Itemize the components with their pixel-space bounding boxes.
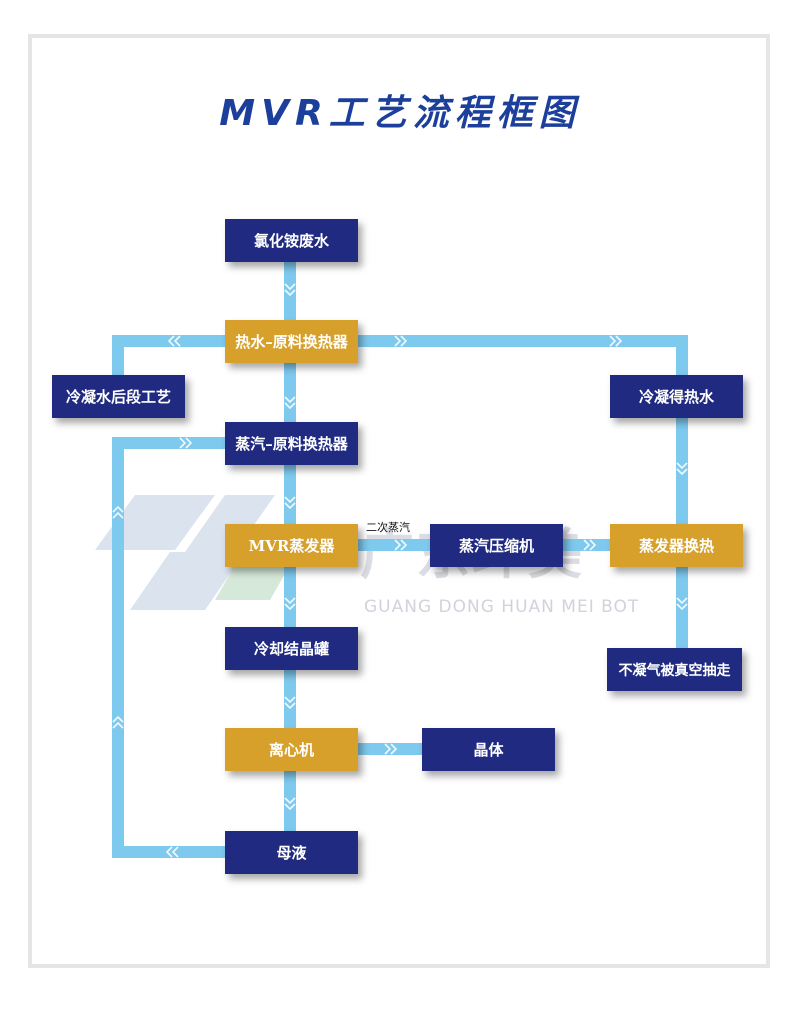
pipe-hot-water-left — [112, 335, 231, 381]
chevron-icon — [615, 335, 623, 347]
chevron-icon — [165, 846, 173, 858]
chevron-icon — [185, 437, 193, 449]
node-centrifuge: 离心机 — [225, 728, 358, 771]
chevron-icon — [676, 462, 688, 470]
chevron-icon — [173, 335, 181, 347]
chevron-icon — [284, 283, 296, 291]
node-mvr-evaporator: MVR蒸发器 — [225, 524, 358, 567]
chevron-icon — [112, 715, 124, 723]
chevron-icon — [676, 597, 688, 605]
chevron-icon — [179, 437, 187, 449]
chevron-icon — [384, 743, 392, 755]
node-hot-water-hx: 热水–原料换热器 — [225, 320, 358, 363]
chevron-icon — [394, 335, 402, 347]
page-title: MVR工艺流程框图 — [219, 93, 581, 134]
chevron-icon — [284, 502, 296, 510]
chevron-icon — [284, 289, 296, 297]
chevron-icon — [676, 468, 688, 476]
pipe-mother-liquor-loop — [112, 437, 231, 858]
chevron-icon — [676, 603, 688, 611]
node-mother-liquor: 母液 — [225, 831, 358, 874]
diagram-frame — [28, 34, 770, 968]
chevron-icon — [390, 743, 398, 755]
chevron-icon — [589, 539, 597, 551]
chevron-icon — [400, 335, 408, 347]
node-condensate-post: 冷凝水后段工艺 — [52, 375, 185, 418]
chevron-icon — [284, 402, 296, 410]
chevron-icon — [284, 496, 296, 504]
node-steam-hx: 蒸汽–原料换热器 — [225, 422, 358, 465]
chevron-icon — [284, 803, 296, 811]
chevron-icon — [284, 603, 296, 611]
pipe-hot-water-right — [352, 335, 688, 381]
chevron-icon — [284, 702, 296, 710]
chevron-icon — [171, 846, 179, 858]
chevron-icon — [284, 696, 296, 704]
chevron-icon — [112, 511, 124, 519]
chevron-icon — [394, 539, 402, 551]
node-cooling-crystallizer: 冷却结晶罐 — [225, 627, 358, 670]
chevron-icon — [112, 721, 124, 729]
node-evaporator-hx: 蒸发器换热 — [610, 524, 743, 567]
chevron-icon — [112, 505, 124, 513]
node-condensate-hot: 冷凝得热水 — [610, 375, 743, 418]
chevron-icon — [284, 396, 296, 404]
node-wastewater: 氯化铵废水 — [225, 219, 358, 262]
edge-label-secondary-steam: 二次蒸汽 — [366, 521, 410, 534]
chevron-icon — [167, 335, 175, 347]
node-vacuum: 不凝气被真空抽走 — [607, 648, 742, 691]
node-crystal: 晶体 — [422, 728, 555, 771]
chevron-icon — [284, 597, 296, 605]
watermark-en: GUANG DONG HUAN MEI BOT — [364, 597, 640, 617]
chevron-icon — [609, 335, 617, 347]
node-steam-compressor: 蒸汽压缩机 — [430, 524, 563, 567]
chevron-icon — [284, 797, 296, 805]
chevron-icon — [400, 539, 408, 551]
chevron-icon — [583, 539, 591, 551]
